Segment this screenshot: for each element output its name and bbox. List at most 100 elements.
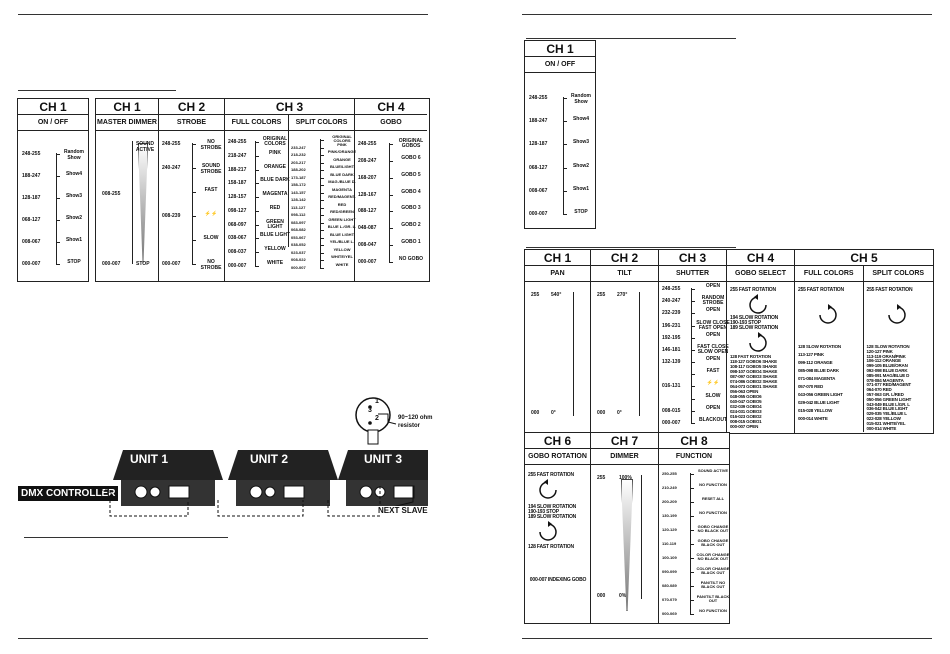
range-value: 248-255	[662, 286, 681, 292]
range-value: 240-247	[662, 298, 681, 305]
table-title: CH 7	[591, 433, 658, 449]
list-line: 128 SLOW ROTATION	[798, 344, 841, 349]
list-line: 008-015 GOBO1	[730, 419, 762, 424]
range-value: 128-157	[228, 194, 247, 201]
range-label: Show2	[65, 215, 83, 221]
range-value: 000-007	[529, 211, 548, 217]
range-value: 113-127	[291, 204, 306, 210]
range-value: 053-067	[291, 234, 306, 240]
top-rule-left	[18, 14, 428, 15]
bracket-tick	[255, 252, 259, 254]
list-line: 120-127 PINK	[866, 348, 893, 354]
range-label: SLOW	[203, 235, 219, 241]
range-label: COLOR CHANGE BLACK OUT	[696, 566, 730, 575]
bracket-tick	[691, 337, 695, 339]
range-label: SLOW CLOSE FAST OPEN	[696, 319, 730, 331]
list-line: 043-056 GREEN LIGHT	[798, 392, 843, 397]
table-subtitle: FUNCTION	[659, 449, 729, 465]
table-title: CH 1	[525, 250, 590, 266]
list-line: 189 SLOW ROTATION	[730, 325, 779, 331]
list-line: 057-070 RED	[798, 384, 824, 389]
bracket-tick	[56, 264, 60, 265]
range-value: 090-099	[662, 569, 677, 574]
range-label: PINK/ORANGE	[327, 149, 357, 155]
bracket-tick	[255, 197, 259, 199]
table-subtitle: PAN	[525, 266, 590, 282]
list-line: 255 FAST ROTATION	[866, 287, 913, 293]
range-label: YEL/BLUE L.	[329, 239, 355, 245]
bracket-tick	[690, 516, 694, 517]
bracket-tick	[691, 398, 695, 400]
bracket-tick	[320, 237, 325, 239]
list-line: 255 FAST ROTATION	[798, 287, 844, 293]
bracket-tick	[691, 301, 695, 303]
channel-table-left: CH 1 MASTER DIMMER SOUND ACTIVE 008-255 …	[95, 98, 430, 282]
range-label: SOUND STROBE	[200, 163, 222, 175]
rotation-arrow-icon	[819, 304, 837, 324]
bracket-tick	[690, 474, 694, 475]
range-value: 248-255	[358, 141, 377, 147]
range-value: 146-181	[662, 346, 681, 353]
list-line: 016-023 GOBO2	[730, 414, 762, 419]
range-value: 255	[531, 292, 540, 298]
range-label: GOBO 3	[401, 205, 421, 212]
range-label: GOBO 6	[401, 154, 421, 161]
bracket-tick	[691, 325, 695, 327]
range-value: 128-187	[529, 141, 548, 148]
range-value: 008-067	[22, 239, 41, 245]
bracket-tick	[690, 544, 694, 545]
range-label: ⚡⚡	[706, 380, 720, 387]
bracket-tick	[192, 144, 196, 145]
list-line: 015-028 YELLOW	[798, 408, 833, 413]
range-label: GOBO CHANGE NO BLACK OUT	[697, 524, 729, 533]
range-label: GREEN LIGHT	[266, 218, 284, 230]
bracket-tick	[320, 222, 325, 224]
list-line: 113-119 ORAN/PINK	[866, 353, 906, 359]
dimmer-gradient	[138, 143, 148, 263]
range-value: 132-139	[662, 359, 681, 366]
range-label: Show4	[65, 171, 83, 177]
range-value: 100-109	[662, 555, 677, 560]
list-line: 113-127 PINK	[798, 352, 824, 357]
range-value: 158-172	[291, 182, 306, 188]
dimmer-gradient	[621, 479, 633, 611]
table-title: CH 2	[159, 99, 224, 115]
top-rule-right	[522, 14, 932, 15]
list-line: 022-028 YELLOW	[866, 416, 901, 421]
range-value: 000-069	[662, 611, 677, 616]
range-value: 255	[597, 475, 606, 481]
table-title: CH 1	[96, 99, 158, 115]
range-label: 0°	[617, 410, 622, 416]
range-label: WHITE	[335, 262, 349, 267]
master-dimmer-body: SOUND ACTIVE 008-255 000-007 STOP	[96, 131, 158, 279]
bracket-tick	[56, 176, 60, 177]
list-line: 064-070 RED	[866, 387, 892, 393]
range-label: Show4	[572, 116, 590, 123]
range-label: PINK	[337, 141, 347, 147]
list-line: 032-039 GOBO4	[730, 404, 762, 409]
range-value: 248-255	[529, 95, 548, 101]
range-value: 255	[597, 292, 606, 298]
range-label: ORIGINAL COLORS	[332, 134, 352, 143]
range-value: 218-232	[291, 152, 306, 158]
bracket-line	[639, 292, 640, 416]
bracket-tick	[320, 268, 325, 269]
bracket-tick	[691, 289, 695, 290]
range-value: 232-239	[662, 310, 681, 317]
dmx-diagram: 1 3 2 90~120 ohm resistor DMX CONTROLLER…	[18, 390, 433, 530]
list-line: 043-049 BLUE L/GR. L	[866, 401, 910, 407]
range-value: 008-037	[228, 249, 247, 256]
unit-label: UNIT 2	[250, 452, 289, 466]
stop-label: STOP	[136, 261, 150, 267]
table-subtitle: ON / OFF	[525, 57, 595, 73]
list-line: 000-014 WHITE	[866, 425, 897, 431]
range-value: 188-217	[228, 166, 247, 173]
range-label: BLUE L./GR. L.	[327, 224, 357, 230]
range-value: 188-247	[22, 173, 41, 179]
bracket-tick	[389, 194, 393, 196]
